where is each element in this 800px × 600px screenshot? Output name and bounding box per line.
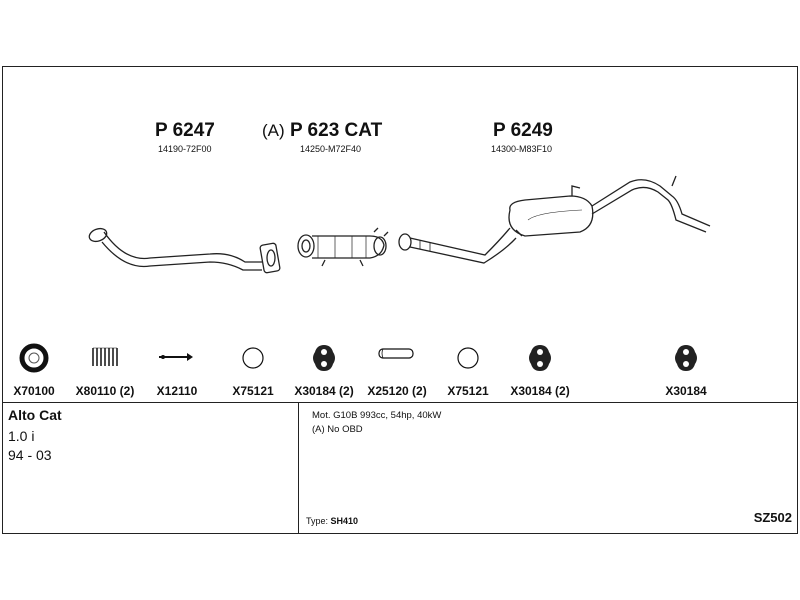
oem-number-catalyst: 14250-M72F40 xyxy=(300,144,362,154)
vehicle-engine: 1.0 i xyxy=(8,428,35,444)
accessory-label[interactable]: X25120 (2) xyxy=(367,384,427,398)
ring-icon xyxy=(19,343,49,373)
rubber-hanger-icon xyxy=(529,345,551,371)
accessory-label[interactable]: X80110 (2) xyxy=(75,384,135,398)
oem-number-rear-silencer: 14300-M83F10 xyxy=(491,144,553,154)
accessory-label[interactable]: X75121 xyxy=(232,384,274,398)
gasket-icon xyxy=(242,347,264,369)
obd-note: (A) No OBD xyxy=(312,424,363,435)
oem-number-front-pipe: 14190-72F00 xyxy=(158,144,212,154)
engine-note: Mot. G10B 993cc, 54hp, 40kW xyxy=(312,410,442,421)
accessory-label[interactable]: X75121 xyxy=(447,384,489,398)
rubber-hanger-icon xyxy=(313,345,335,371)
front-pipe-drawing xyxy=(88,227,281,274)
rubber-hanger-icon xyxy=(675,345,697,371)
gasket-icon xyxy=(457,347,479,369)
catalyst-drawing xyxy=(297,227,389,267)
part-number-rear-silencer[interactable]: P 6249 xyxy=(493,120,553,141)
vertical-divider xyxy=(298,402,299,534)
accessory-label[interactable]: X12110 xyxy=(156,384,198,398)
part-number-front-pipe[interactable]: P 6247 xyxy=(155,120,215,141)
accessory-label[interactable]: X30184 (2) xyxy=(294,384,354,398)
part-number-catalyst[interactable]: (A) P 623 CAT xyxy=(262,120,383,141)
accessory-label[interactable]: X70100 xyxy=(13,384,55,398)
vehicle-years: 94 - 03 xyxy=(8,447,52,463)
spring-icon xyxy=(92,347,118,366)
accessory-label[interactable]: X30184 xyxy=(665,384,707,398)
rear-silencer-drawing xyxy=(398,175,711,264)
vehicle-model: Alto Cat xyxy=(8,407,62,423)
diagram-code: SZ502 xyxy=(753,510,792,525)
diagram-frame xyxy=(2,66,798,534)
horizontal-divider xyxy=(2,402,798,403)
bolt-icon xyxy=(159,353,193,361)
sleeve-icon xyxy=(378,348,414,359)
type-info: Type: SH410 xyxy=(306,516,359,526)
accessory-label[interactable]: X30184 (2) xyxy=(510,384,570,398)
